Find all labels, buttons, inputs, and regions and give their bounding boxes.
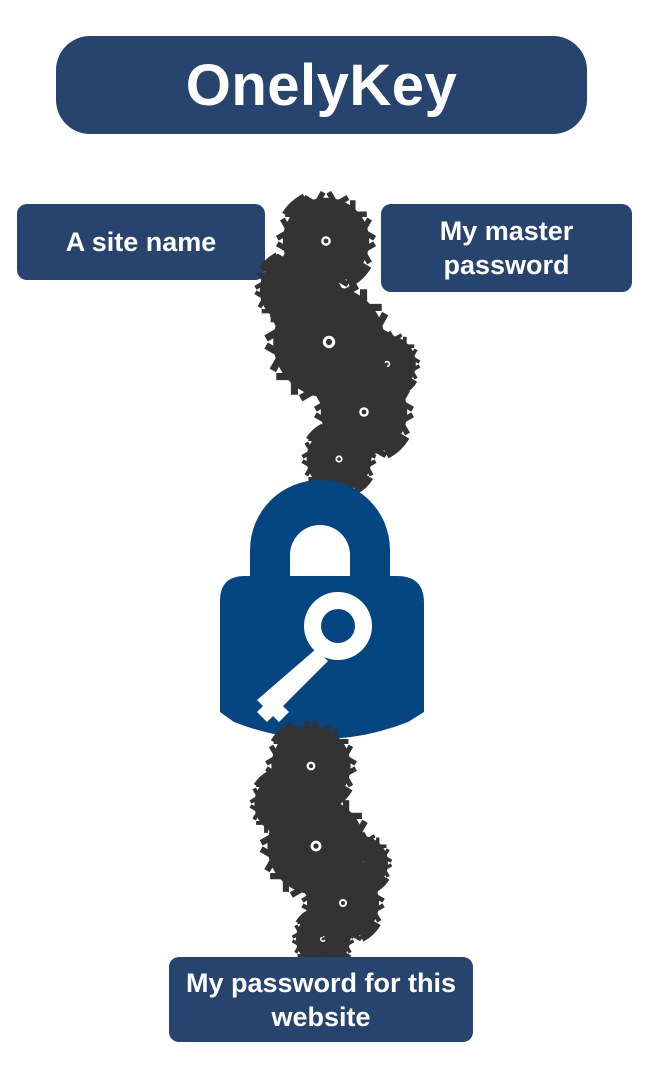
- app-title-banner: OnelyKey: [56, 36, 587, 134]
- site-name-label: A site name: [65, 226, 217, 257]
- generated-password-output-box: My password for this website: [169, 957, 473, 1042]
- gear-icon: [317, 437, 361, 482]
- master-password-label: My master password: [439, 216, 574, 280]
- app-title: OnelyKey: [185, 52, 458, 118]
- generated-password-label: My password for this website: [185, 967, 457, 1032]
- padlock-key-icon: [220, 480, 424, 739]
- master-password-input-box: My master password: [381, 204, 632, 292]
- gear-icon: [305, 920, 342, 957]
- site-name-input-box: A site name: [17, 204, 265, 280]
